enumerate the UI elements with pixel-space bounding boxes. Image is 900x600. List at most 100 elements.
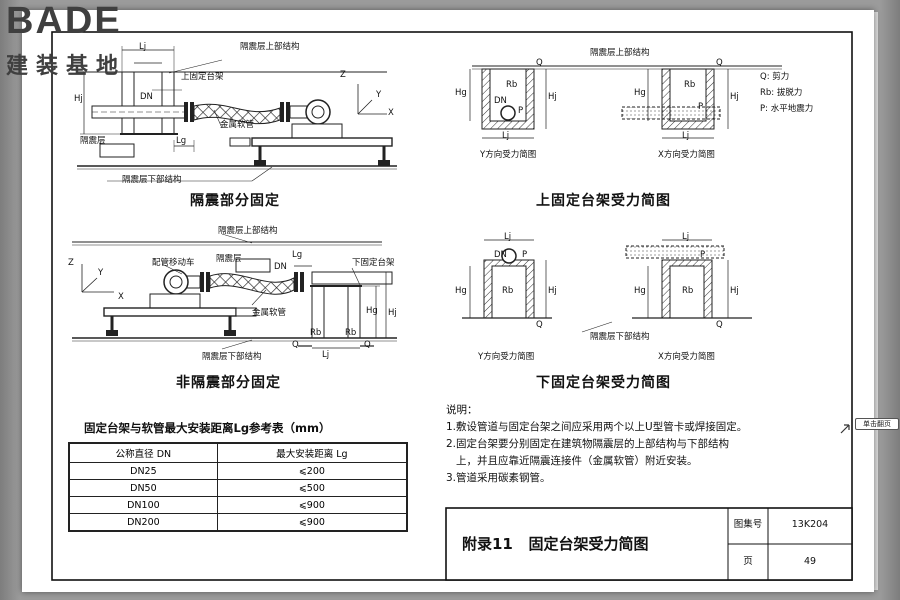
hg-label-3: Hg [634, 88, 646, 98]
x-force-label-2: X方向受力简图 [658, 352, 715, 362]
atlas-label: 图集号 [733, 519, 763, 530]
note-item: 1.敷设管道与固定台架之间应采用两个以上U型管卡或焊接固定。 [446, 421, 748, 433]
table-cell: ⩽900 [216, 513, 408, 532]
q-label-6: Q [716, 320, 723, 330]
table-cell: ⩽500 [216, 479, 408, 497]
notes-block: 说明： 1.敷设管道与固定台架之间应采用两个以上U型管卡或焊接固定。 2.固定台… [446, 402, 747, 487]
q-label-2: Q [364, 340, 371, 350]
lg-reference-table: 公称直径 DN 最大安装距离 Lg DN25 ⩽200 DN50 ⩽500 DN… [68, 442, 408, 532]
upper-structure-label-2: 隔震层上部结构 [218, 226, 278, 236]
pipe-cart-label: 配管移动车 [152, 258, 195, 268]
rb-label: Rb [310, 328, 322, 338]
non-isolation-fixed-drawing [72, 233, 397, 350]
dn-label-4: DN [494, 250, 507, 260]
q-label-3: Q [536, 58, 543, 68]
lower-bracket-label: 下固定台架 [352, 258, 395, 268]
table-cell: DN200 [68, 513, 218, 532]
dn-label: DN [140, 92, 153, 102]
x-force-label: X方向受力简图 [658, 150, 715, 160]
lj-label-2: Lj [322, 350, 330, 360]
drawing-title: 附录11 固定台架受力简图 [462, 535, 649, 553]
page-number: 49 [803, 556, 817, 567]
table-cell: DN50 [68, 479, 218, 497]
lower-structure-label: 隔震层下部结构 [122, 175, 182, 185]
axis-y-label: Y [376, 90, 382, 100]
dn-label-2: DN [274, 262, 287, 272]
lower-structure-label-2: 隔震层下部结构 [202, 352, 262, 362]
lj-label: Lj [139, 42, 147, 52]
table-row: DN200 ⩽900 [68, 513, 408, 532]
axis-x-label-2: X [118, 292, 124, 302]
q-label-5: Q [536, 320, 543, 330]
rb-label-6: Rb [682, 286, 694, 296]
page-label: 页 [743, 556, 753, 567]
lower-force-diagrams [462, 239, 752, 333]
legend-rb: Rb: 拔脱力 [760, 88, 803, 98]
hj-label-6: Hj [730, 286, 739, 296]
drawing-sheet: 隔震层上部结构 上固定台架 DN Lj Hj 金属软管 Lg 隔震层 隔震层下部… [22, 10, 874, 592]
table-row: DN25 ⩽200 [68, 462, 408, 480]
table-cell: DN25 [68, 462, 218, 480]
table-header-lg: 最大安装距离 Lg [216, 442, 408, 463]
notes-heading: 说明： [446, 404, 478, 416]
page-turn-icon[interactable] [840, 424, 850, 434]
title-block-frame [445, 507, 853, 581]
note-item: 3.管道采用碳素钢管。 [446, 472, 551, 484]
table-row: DN100 ⩽900 [68, 496, 408, 514]
rb-label-2: Rb [345, 328, 357, 338]
metal-hose-label: 金属软管 [220, 120, 255, 130]
hj-label-2: Hj [388, 308, 397, 318]
table-cell: ⩽200 [216, 462, 408, 480]
logo-subtitle: 建装基地 [6, 54, 127, 79]
legend-p: P: 水平地震力 [760, 104, 814, 114]
note-item: 2.固定台架要分别固定在建筑物隔震层的上部结构与下部结构 [446, 438, 730, 450]
page-edge [872, 12, 878, 590]
hg-label-2: Hg [455, 88, 467, 98]
section-non-isolation-title: 非隔震部分固定 [176, 375, 281, 391]
table-header-dn: 公称直径 DN [68, 442, 218, 463]
table-cell: DN100 [68, 496, 218, 514]
metal-hose-label-2: 金属软管 [252, 308, 287, 318]
isolation-layer-label-2: 隔震层 [216, 254, 242, 264]
p-label-4: P [700, 250, 706, 260]
upper-structure-label: 隔震层上部结构 [240, 42, 300, 52]
section-lower-force-title: 下固定台架受力简图 [536, 375, 671, 391]
axis-x-label: X [388, 108, 394, 118]
upper-bracket-label: 上固定台架 [181, 72, 224, 82]
lj-label-6: Lj [682, 232, 690, 242]
isolation-layer-label: 隔震层 [80, 136, 106, 146]
y-force-label-2: Y方向受力简图 [478, 352, 535, 362]
hj-label-5: Hj [548, 286, 557, 296]
lj-label-5: Lj [504, 232, 512, 242]
rb-label-4: Rb [684, 80, 696, 90]
p-label-3: P [522, 250, 528, 260]
hj-label: Hj [74, 94, 83, 104]
table-cell: ⩽900 [216, 496, 408, 514]
hg-label-5: Hg [634, 286, 646, 296]
hg-label: Hg [366, 306, 378, 316]
lg-label: Lg [176, 136, 187, 146]
rb-label-3: Rb [506, 80, 518, 90]
table-title: 固定台架与软管最大安装距离Lg参考表（mm） [84, 421, 331, 435]
upper-force-diagrams [469, 65, 782, 139]
isolation-fixed-drawing [77, 46, 397, 182]
p-label: P [518, 106, 524, 116]
section-upper-force-title: 上固定台架受力简图 [536, 193, 671, 209]
hg-label-4: Hg [455, 286, 467, 296]
drawing-canvas [51, 31, 853, 581]
lower-structure-label-3: 隔震层下部结构 [590, 332, 650, 342]
table-row: DN50 ⩽500 [68, 479, 408, 497]
lg-label-2: Lg [292, 250, 303, 260]
atlas-number: 13K204 [791, 519, 829, 530]
legend-q: Q: 剪力 [760, 72, 790, 82]
upper-structure-label-3: 隔震层上部结构 [590, 48, 650, 58]
q-label: Q [292, 340, 299, 350]
lj-label-3: Lj [502, 131, 510, 141]
hj-label-3: Hj [548, 92, 557, 102]
rb-label-5: Rb [502, 286, 514, 296]
logo-title: BADE [6, 0, 122, 42]
axis-z-label: Z [340, 70, 346, 80]
axis-z-label-2: Z [68, 258, 74, 268]
page-turn-bubble[interactable]: 单击翻页 [855, 418, 899, 430]
